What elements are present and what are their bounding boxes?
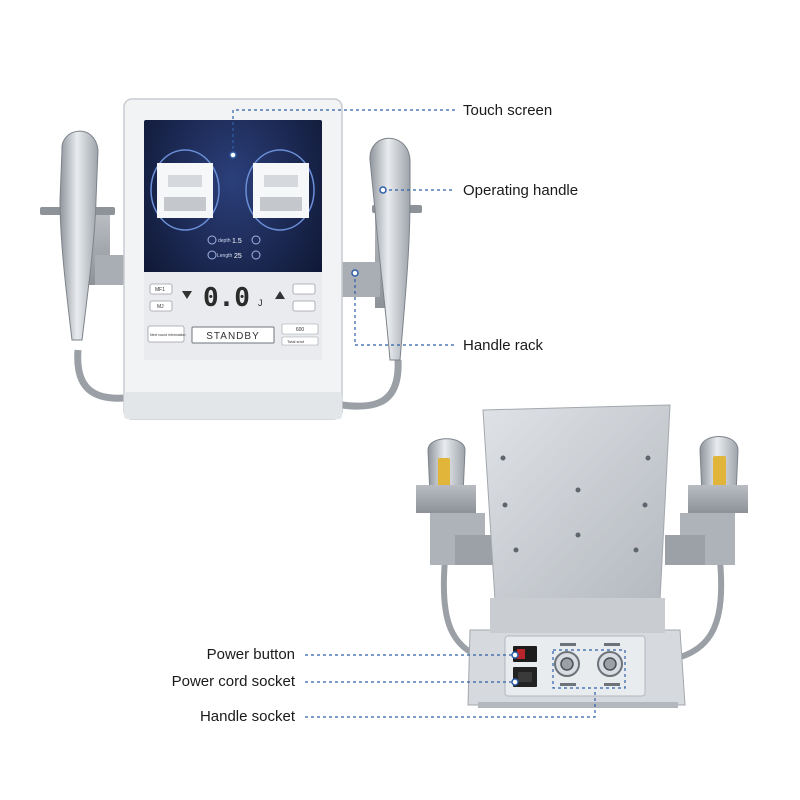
info-box-label: Next round information: [150, 333, 185, 337]
energy-unit: J: [258, 298, 263, 308]
handle-socket-group[interactable]: [554, 651, 623, 677]
right-handle-cable: [341, 359, 402, 410]
front-device: depth 1.5 Length 25 MF1 MJ 0.0 J Next ro…: [40, 98, 422, 420]
back-right-handle: [665, 436, 748, 565]
handle-rack-leader: [354, 273, 455, 346]
mf1-button-label: MF1: [155, 287, 165, 293]
callout-dots: [229, 151, 519, 686]
total-shot-label: Total shot: [287, 339, 305, 344]
back-panel-screws: [500, 455, 651, 553]
decrease-arrow-icon[interactable]: [182, 291, 192, 299]
energy-display: 0.0: [203, 283, 250, 313]
length-value: 25: [234, 253, 242, 260]
handle-socket-label: Handle socket: [199, 708, 295, 725]
mf1-button[interactable]: [149, 283, 173, 295]
increase-arrow-icon[interactable]: [275, 291, 285, 299]
handle-rack-label: Handle rack: [463, 337, 544, 354]
touch-screen[interactable]: depth 1.5 Length 25 MF1 MJ 0.0 J Next ro…: [144, 120, 322, 360]
right-panel-button-bottom[interactable]: [292, 300, 316, 312]
back-device: [416, 404, 748, 708]
depth-value: 1.5: [232, 238, 242, 245]
standby-button[interactable]: [191, 326, 275, 344]
total-shot-box: [281, 336, 319, 346]
callout-lines: [232, 109, 596, 718]
depth-label: depth: [218, 238, 231, 244]
shot-counter-value: 600: [296, 327, 305, 333]
back-panel: [482, 404, 671, 601]
handle-socket-leader: [305, 690, 596, 718]
mj-button-label: MJ: [157, 304, 164, 310]
left-operating-handle: [59, 130, 99, 341]
handle-socket-highlight: [552, 649, 626, 689]
shot-counter: [281, 323, 319, 335]
right-panel-button-top[interactable]: [292, 283, 316, 295]
vent-holes: [560, 643, 620, 686]
touch-screen-label: Touch screen: [463, 102, 553, 119]
info-box[interactable]: [147, 325, 185, 343]
back-left-handle: [416, 438, 495, 565]
back-right-cable: [669, 559, 725, 663]
right-operating-handle: [369, 137, 411, 361]
power-cord-socket-label: Power cord socket: [171, 673, 295, 690]
power-button-label: Power button: [206, 646, 295, 663]
left-handle-cable: [74, 349, 126, 402]
standby-button-label: STANDBY: [206, 331, 260, 342]
touch-screen-leader: [232, 109, 455, 155]
operating-handle-label: Operating handle: [463, 182, 579, 199]
mj-button[interactable]: [149, 300, 173, 312]
length-label: Length: [217, 253, 233, 259]
